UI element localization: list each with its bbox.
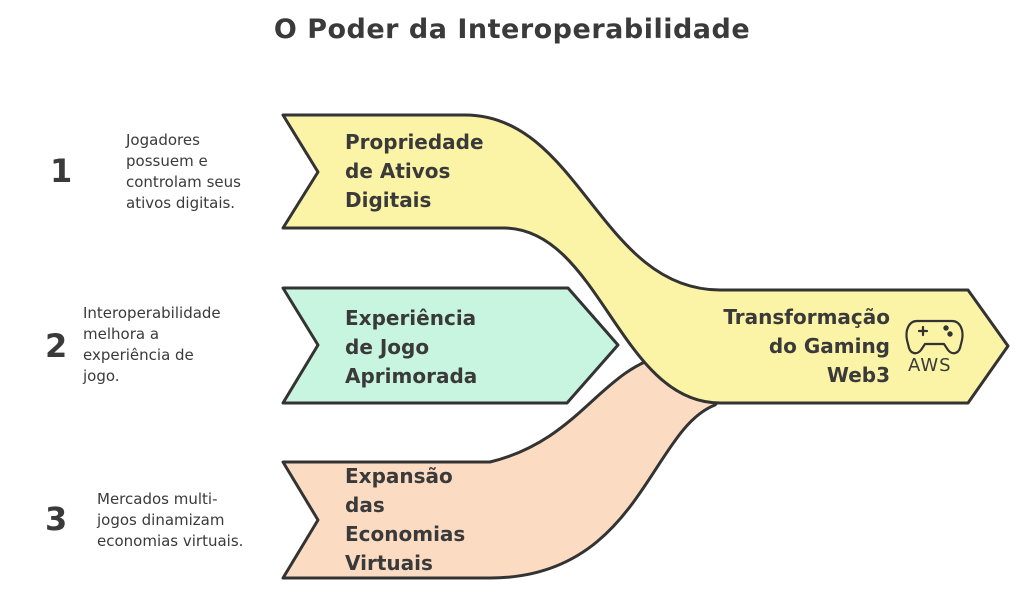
- step-number-1: 1: [50, 152, 73, 190]
- aws-logo-text: AWS: [908, 355, 952, 376]
- step-description-2: Interoperabilidade melhora a experiência…: [83, 304, 221, 385]
- band-label-propriedade: Propriedade de Ativos Digitais: [345, 130, 484, 212]
- step-description-3: Mercados multi- jogos dinamizam economia…: [97, 490, 244, 550]
- gamepad-icon: [905, 319, 964, 355]
- step-number-3: 3: [45, 500, 68, 538]
- band-label-expansao: Expansão das Economias Virtuais: [345, 464, 466, 575]
- diagram-title: O Poder da Interoperabilidade: [273, 14, 751, 45]
- result-label: Transformação do Gaming Web3: [723, 305, 890, 387]
- band-label-experiencia: Experiência de Jogo Aprimorada: [345, 306, 478, 388]
- step-description-1: Jogadores possuem e controlam seus ativo…: [126, 131, 241, 212]
- step-number-2: 2: [45, 327, 68, 365]
- flow-band-propriedade: [281, 113, 1010, 405]
- flow-band-experiencia: [281, 286, 620, 405]
